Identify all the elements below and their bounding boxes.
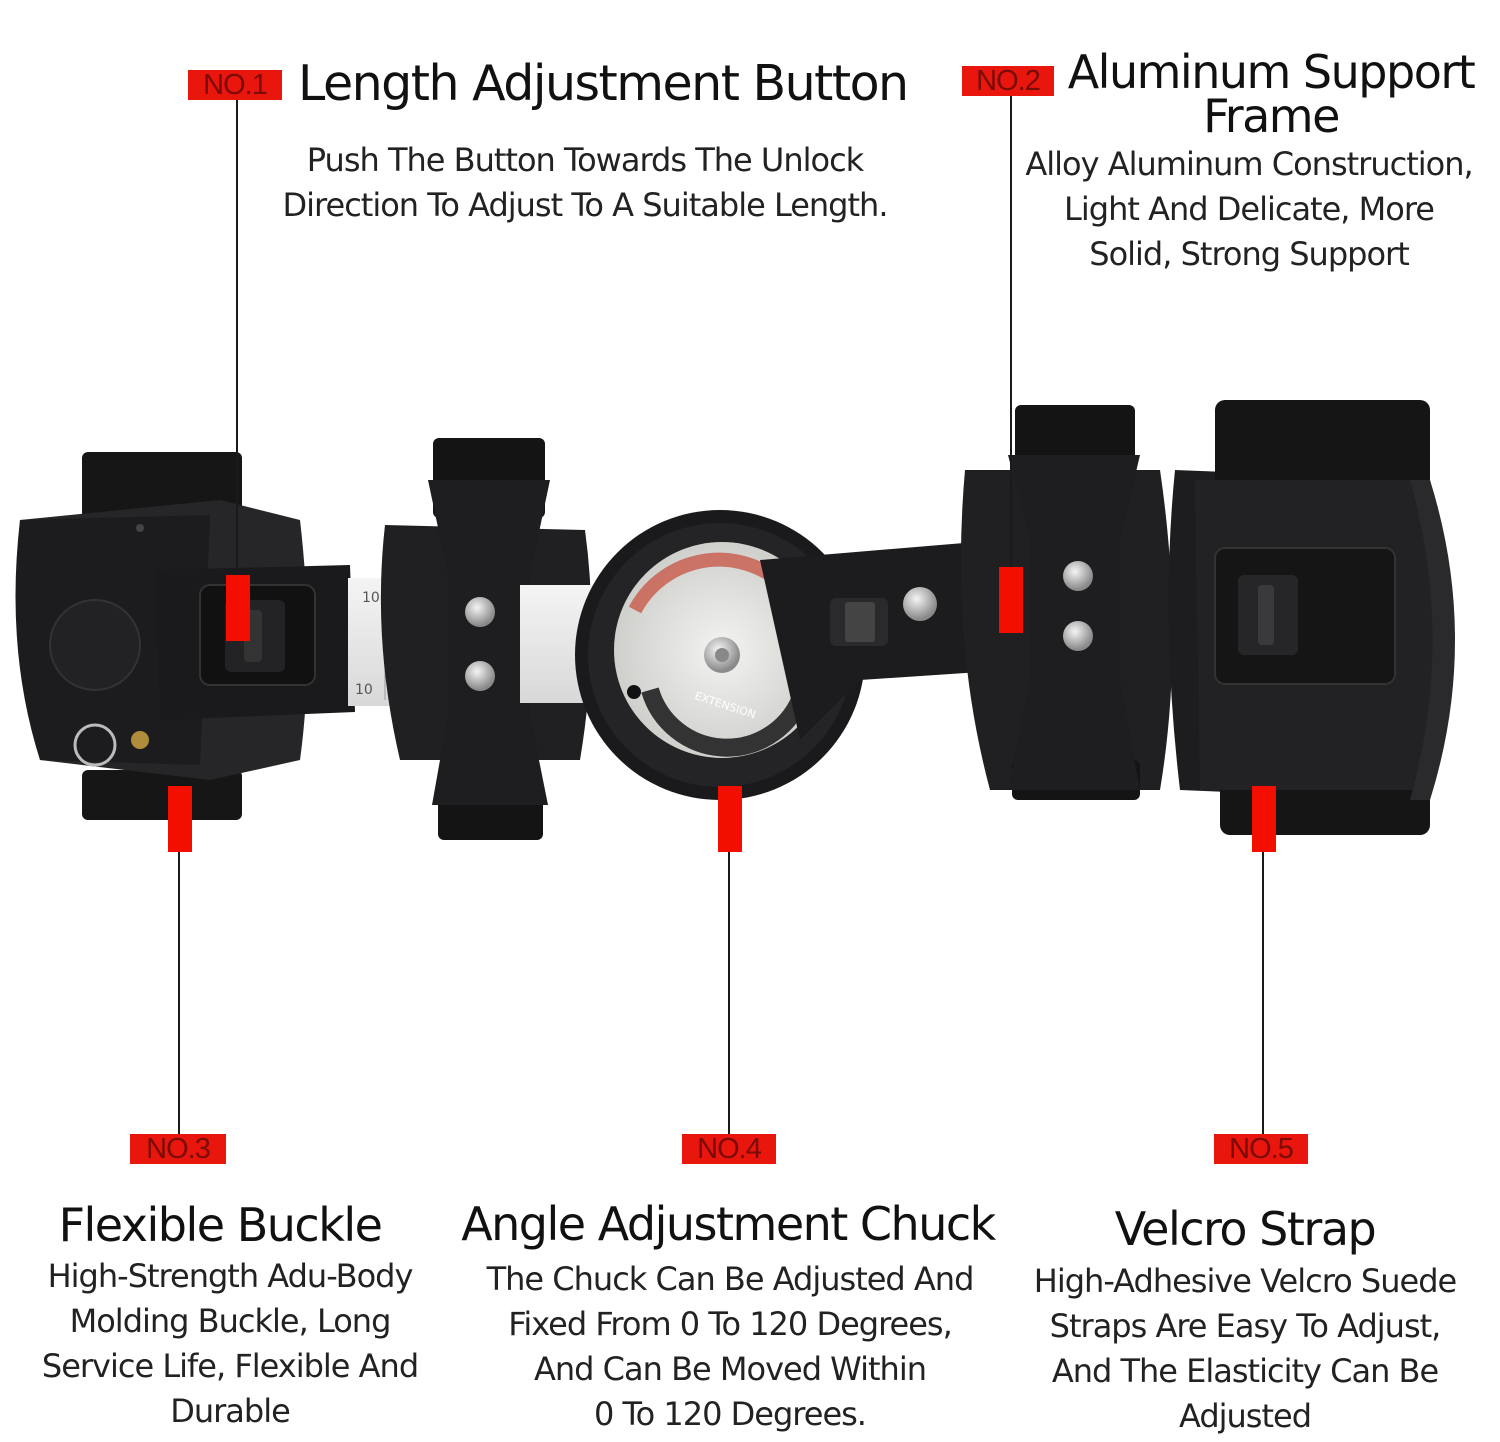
desc-line: High-Strength Adu-Body xyxy=(47,1257,414,1295)
feature-desc-no2: Alloy Aluminum Construction, Light And D… xyxy=(1010,142,1488,277)
feature-title-no4: Angle Adjustment Chuck xyxy=(461,1197,996,1251)
tag-no4: NO.4 xyxy=(682,1134,776,1164)
desc-line: Light And Delicate, More xyxy=(1064,190,1435,228)
title-line: Aluminum Support xyxy=(1067,45,1476,99)
desc-line: Push The Button Towards The Unlock xyxy=(306,141,864,179)
tag-no2: NO.2 xyxy=(962,66,1054,96)
title-line: Frame xyxy=(1203,89,1340,143)
feature-title-no5: Velcro Strap xyxy=(1114,1202,1377,1256)
desc-line: Service Life, Flexible And xyxy=(41,1347,419,1385)
desc-line: Fixed From 0 To 120 Degrees, xyxy=(508,1305,953,1343)
marker-no3 xyxy=(168,786,192,852)
leader-line-no1 xyxy=(236,96,238,616)
desc-line: Solid, Strong Support xyxy=(1089,235,1409,273)
feature-title-no3: Flexible Buckle xyxy=(58,1198,383,1252)
desc-line: And Can Be Moved Within xyxy=(534,1350,927,1388)
desc-line: And The Elasticity Can Be xyxy=(1051,1352,1439,1390)
leader-line-no5 xyxy=(1262,852,1264,1138)
desc-line: The Chuck Can Be Adjusted And xyxy=(486,1260,975,1298)
desc-line: High-Adhesive Velcro Suede xyxy=(1033,1262,1457,1300)
desc-line: Alloy Aluminum Construction, xyxy=(1025,145,1473,183)
feature-desc-no4: The Chuck Can Be Adjusted And Fixed From… xyxy=(458,1257,1002,1437)
marker-no5 xyxy=(1252,786,1276,852)
desc-line: Direction To Adjust To A Suitable Length… xyxy=(282,186,889,224)
tag-no1: NO.1 xyxy=(188,70,282,100)
desc-line: Straps Are Easy To Adjust, xyxy=(1049,1307,1442,1345)
feature-desc-no5: High-Adhesive Velcro Suede Straps Are Ea… xyxy=(1005,1259,1485,1439)
ruler-number: 10 xyxy=(355,682,373,698)
desc-line: Adjusted xyxy=(1178,1397,1312,1435)
right-cuff xyxy=(1168,400,1455,835)
feature-title-no2: Aluminum Support Frame xyxy=(1062,45,1480,143)
feature-desc-no1: Push The Button Towards The Unlock Direc… xyxy=(250,138,920,228)
leader-line-no3 xyxy=(178,852,180,1138)
feature-desc-no3: High-Strength Adu-Body Molding Buckle, L… xyxy=(10,1254,450,1434)
desc-line: Molding Buckle, Long xyxy=(69,1302,392,1340)
marker-no1 xyxy=(226,575,250,641)
feature-title-no1: Length Adjustment Button xyxy=(298,55,909,112)
tag-no5: NO.5 xyxy=(1214,1134,1308,1164)
leader-line-no2 xyxy=(1010,96,1012,596)
desc-line: Durable xyxy=(170,1392,291,1430)
leader-line-no4 xyxy=(728,852,730,1138)
marker-no4 xyxy=(718,786,742,852)
ruler-number: 10 xyxy=(362,590,380,606)
marker-no2 xyxy=(999,567,1023,633)
tag-no3: NO.3 xyxy=(130,1134,226,1164)
desc-line: 0 To 120 Degrees. xyxy=(594,1395,867,1433)
